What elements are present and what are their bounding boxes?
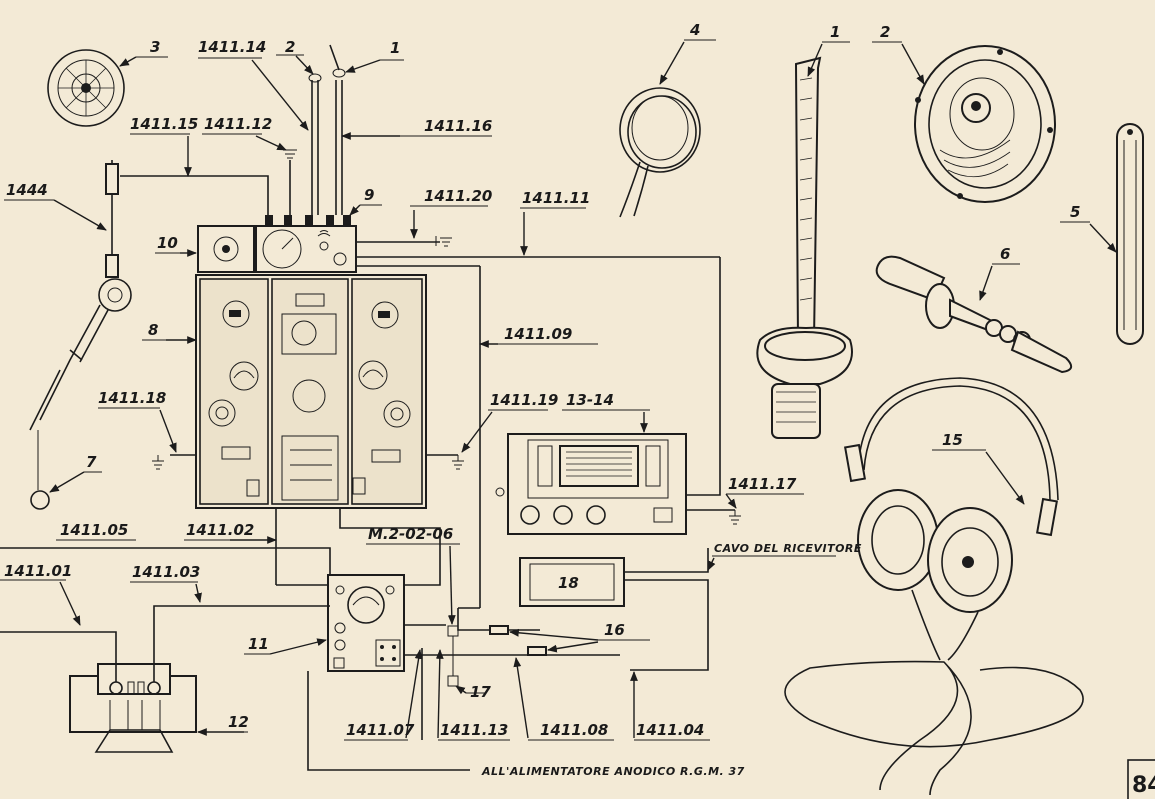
- label-18: 18: [558, 574, 579, 592]
- base-unit-12: [69, 663, 197, 753]
- label-1411-04: 1411.04: [636, 721, 704, 739]
- label-m2-02-06: M.2-02-06: [368, 525, 453, 543]
- speaker-item-3: [47, 49, 125, 127]
- label-6: 6: [1000, 245, 1010, 263]
- junction-box-11: [327, 574, 405, 672]
- headphones-15: [784, 377, 1084, 796]
- page-number-box: 84: [1127, 759, 1155, 799]
- plug-6: [875, 255, 1073, 374]
- label-alimentatore: ALL'ALIMENTATORE ANODICO R.G.M. 37: [481, 765, 745, 778]
- unit-18: [519, 548, 709, 671]
- label-1411-05: 1411.05: [60, 521, 128, 539]
- label-1411-16: 1411.16: [424, 117, 492, 135]
- label-1411-07: 1411.07: [346, 721, 415, 739]
- label-17: 17: [470, 683, 491, 701]
- label-1411-18: 1411.18: [98, 389, 166, 407]
- label-15: 15: [942, 431, 963, 449]
- label-16: 16: [604, 621, 625, 639]
- label-1411-09: 1411.09: [504, 325, 572, 343]
- label-1411-13: 1411.13: [440, 721, 508, 739]
- leader-lines: [0, 39, 1117, 741]
- label-13-14: 13-14: [566, 391, 614, 409]
- small-parts-16-17: [447, 625, 547, 687]
- label-1411-15: 1411.15: [130, 115, 198, 133]
- speaker-2: [914, 45, 1056, 203]
- label-1411-20: 1411.20: [424, 187, 492, 205]
- label-11: 11: [248, 635, 269, 653]
- main-transceiver-rack: [195, 274, 427, 509]
- label-1411-14: 1411.14: [198, 38, 266, 56]
- label-3: 3: [150, 38, 160, 56]
- cable-coil-4: [619, 87, 701, 218]
- top-units: [197, 225, 357, 273]
- label-1411-02: 1411.02: [186, 521, 254, 539]
- label-5: 5: [1070, 203, 1080, 221]
- label-1-right: 1: [830, 23, 840, 41]
- label-7: 7: [86, 453, 97, 471]
- label-2-left: 2: [285, 38, 295, 56]
- label-1444: 1444: [6, 181, 48, 199]
- label-1411-08: 1411.08: [540, 721, 608, 739]
- page-number: 84: [1132, 773, 1155, 798]
- label-12: 12: [228, 713, 249, 731]
- tube-5: [1116, 123, 1144, 345]
- label-4: 4: [689, 21, 700, 39]
- receiver-13-14: [495, 433, 735, 535]
- label-1411-11: 1411.11: [522, 189, 590, 207]
- label-9: 9: [364, 186, 374, 204]
- ground-symbols: [152, 236, 741, 525]
- label-1411-12: 1411.12: [204, 115, 272, 133]
- label-10: 10: [157, 234, 178, 252]
- label-1411-03: 1411.03: [132, 563, 200, 581]
- label-1-left: 1: [390, 39, 400, 57]
- microphone-mast-1444: [29, 160, 132, 510]
- label-1411-19: 1411.19: [490, 391, 558, 409]
- label-8: 8: [148, 321, 158, 339]
- label-1411-17: 1411.17: [728, 475, 797, 493]
- labels: 1 2 3 1411.14 1411.15 1411.12 1411.16 14…: [4, 21, 1080, 778]
- antenna-1: [756, 56, 853, 439]
- label-1411-01: 1411.01: [4, 562, 72, 580]
- label-2-right: 2: [880, 23, 890, 41]
- main-wires: [0, 175, 721, 609]
- label-cavo-ricevitore: CAVO DEL RICEVITORE: [714, 542, 862, 555]
- top-connectors: [265, 44, 351, 225]
